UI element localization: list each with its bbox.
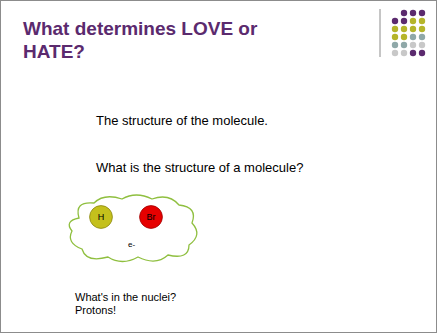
decor-dot: [392, 34, 398, 40]
decor-dot: [419, 18, 425, 24]
decor-dot: [401, 18, 407, 24]
decor-dot: [419, 26, 425, 32]
electron-cloud: e- H Br: [64, 193, 200, 265]
slide-title: What determines LOVE or HATE?: [23, 17, 303, 63]
slide-text: The structure of the molecule.: [96, 113, 268, 128]
atom-label: H: [98, 213, 105, 222]
nucleus-circle: [90, 206, 113, 229]
decor-dot: [410, 10, 416, 16]
slide-text: Protons!: [75, 304, 116, 316]
decor-dot: [392, 50, 398, 56]
electron-label: e-: [128, 240, 135, 249]
nucleus-circle: [140, 206, 163, 229]
decor-dot: [410, 50, 416, 56]
atom-circle: H: [89, 205, 113, 229]
decor-dot: [392, 26, 398, 32]
decor-dot: [410, 18, 416, 24]
cloud-shape: [69, 195, 197, 262]
decor-dot: [401, 50, 407, 56]
slide-text: What's in the nuclei?: [75, 291, 176, 303]
slide-text: What is the structure of a molecule?: [96, 160, 303, 175]
decor-dot: [410, 42, 416, 48]
decor-dot: [401, 26, 407, 32]
atom-circle: Br: [139, 205, 163, 229]
decor-dot: [392, 18, 398, 24]
decor-dot: [401, 42, 407, 48]
cloud-outline: [64, 193, 200, 265]
decor-dot: [419, 34, 425, 40]
decor-dot: [392, 42, 398, 48]
decor-dot: [401, 34, 407, 40]
decor-dot: [419, 50, 425, 56]
decor-dot: [410, 26, 416, 32]
decor-dot: [401, 10, 407, 16]
atom-label: Br: [147, 213, 156, 222]
divider-line: [380, 9, 381, 57]
decor-dot: [410, 34, 416, 40]
decor-dot: [419, 10, 425, 16]
decor-dot: [419, 42, 425, 48]
dot-grid: [392, 10, 425, 56]
